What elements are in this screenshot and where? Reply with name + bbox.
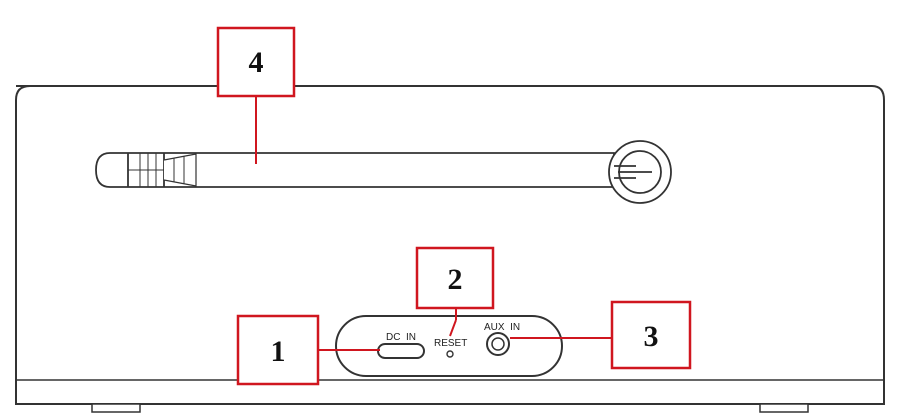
aux-in-label: AUX IN [484,322,520,333]
reset-pinhole [446,350,454,358]
callout-4: 4 [216,26,296,98]
dc-in-port [377,343,425,359]
aux-in-jack-core [491,337,505,351]
callout-4-number: 4 [249,46,264,79]
callout-leaders [255,96,612,351]
callout-3-number: 3 [644,320,659,353]
callout-1: 1 [236,314,320,386]
port-panel: DC IN RESET AUX IN [335,315,563,377]
callout-2: 2 [415,246,495,310]
callout-3: 3 [610,300,692,370]
callout-1-number: 1 [271,335,286,368]
reset-label: RESET [434,338,467,349]
dc-in-label: DC IN [386,332,416,343]
device-feet [91,403,809,413]
antenna [95,140,672,204]
callout-2-number: 2 [448,263,463,296]
leader-line-2b [449,319,457,337]
